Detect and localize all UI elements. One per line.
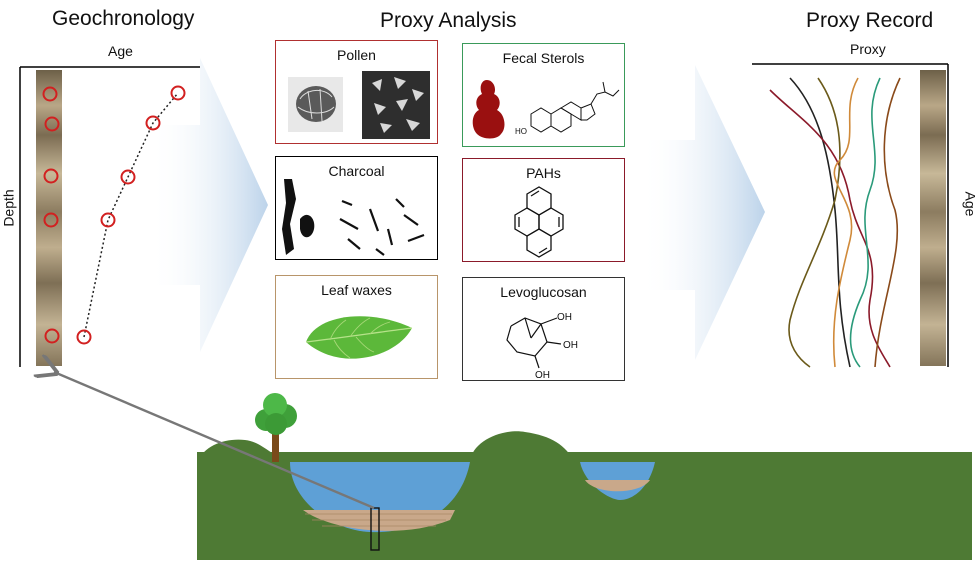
tree-icon	[255, 393, 297, 462]
core-location	[370, 507, 380, 551]
proxy-label-leaf-waxes: Leaf waxes	[321, 282, 392, 298]
proxy-analysis-title: Proxy Analysis	[380, 9, 517, 32]
proxy-box-charcoal: Charcoal	[275, 156, 438, 260]
levoglucosan-oh-label-2: OH	[563, 340, 578, 351]
age-markers	[76, 85, 186, 345]
proxy-record-plot	[752, 63, 949, 368]
small-pond-sediment	[585, 480, 650, 492]
proxy-label-pollen: Pollen	[337, 47, 376, 63]
pyrene-molecule-icon	[514, 186, 564, 258]
proxy-box-levoglucosan: Levoglucosan OH OH OH	[462, 277, 625, 381]
geochronology-title: Geochronology	[52, 7, 195, 30]
proxy-box-pollen: Pollen	[275, 40, 438, 144]
flow-arrow-left	[150, 58, 268, 352]
pollen-micrograph-icon	[288, 71, 430, 139]
proxy-box-leaf-waxes: Leaf waxes	[275, 275, 438, 379]
geochronology-y-axis-label: Depth	[0, 189, 17, 227]
core-link-arrow	[54, 372, 375, 510]
core-sample-markers	[42, 86, 60, 344]
sediment-core-right	[920, 70, 946, 366]
flow-arrow-right	[640, 65, 765, 360]
proxy-record-x-axis-label: Proxy	[850, 41, 886, 57]
proxy-record-title: Proxy Record	[806, 9, 934, 32]
proxy-label-levoglucosan: Levoglucosan	[500, 284, 587, 300]
charcoal-micrograph-icon	[282, 179, 425, 256]
proxy-curves	[769, 77, 901, 368]
proxy-label-pahs: PAHs	[526, 165, 561, 181]
levoglucosan-molecule-icon: OH OH OH	[506, 312, 578, 380]
proxy-record-y-axis-label: Age	[962, 191, 979, 217]
proxy-label-fecal-sterols: Fecal Sterols	[502, 50, 585, 66]
levoglucosan-oh-label-3: OH	[535, 370, 550, 380]
proxy-box-fecal-sterols: Fecal Sterols HO	[462, 43, 625, 147]
proxy-box-pahs: PAHs	[462, 158, 625, 262]
geochronology-plot	[19, 66, 200, 367]
lake-landscape	[197, 431, 972, 560]
levoglucosan-oh-label-1: OH	[557, 312, 572, 323]
proxy-label-charcoal: Charcoal	[328, 163, 385, 179]
geochronology-x-axis-label: Age	[108, 43, 133, 59]
fecal-sterol-icon: HO	[472, 80, 620, 139]
sterol-ho-label: HO	[515, 127, 527, 136]
age-depth-curve	[83, 92, 179, 338]
leaf-icon	[305, 316, 413, 359]
